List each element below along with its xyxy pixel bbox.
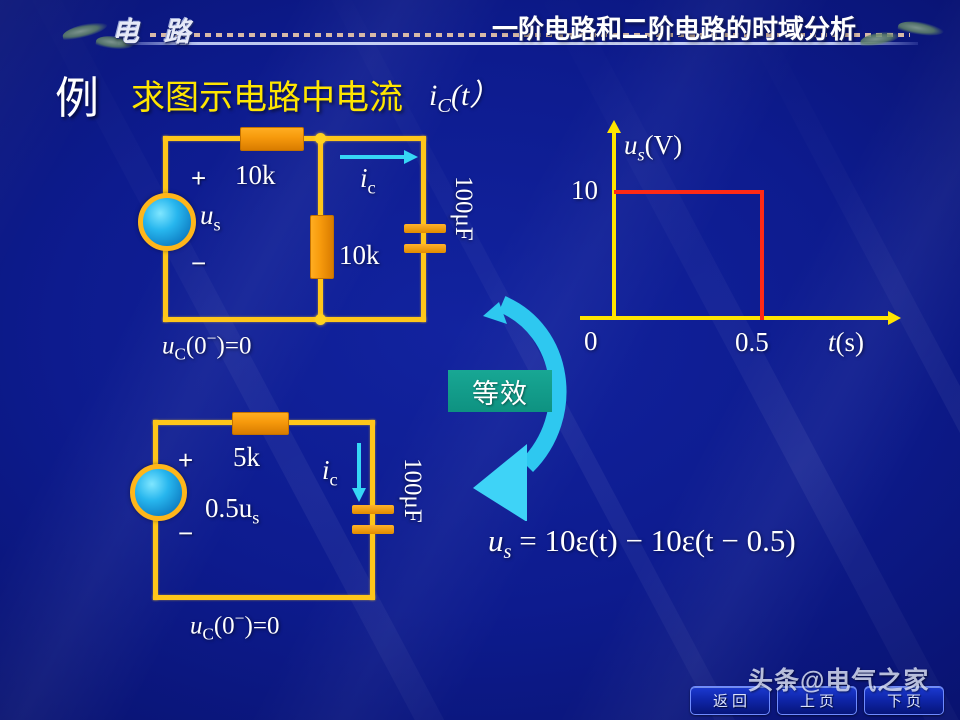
current-arrow-head	[404, 150, 418, 164]
capacitor-plate-bottom	[352, 525, 394, 534]
node-bottom	[315, 314, 326, 325]
ic-sup: −	[206, 328, 217, 348]
source-label-u: u	[200, 200, 214, 230]
source-label: us	[200, 200, 221, 235]
source-label-value: 0.5u	[205, 493, 253, 523]
initial-condition-bottom: uC(0−)=0	[190, 608, 279, 644]
current-label-ic: ic	[360, 163, 376, 198]
chart-pulse-falling-edge	[760, 190, 764, 320]
polarity-minus: −	[178, 518, 194, 548]
polarity-minus: −	[191, 248, 207, 278]
chart-origin-label: 0	[584, 326, 598, 356]
ic-end: )=0	[216, 332, 252, 360]
chart-x-axis	[580, 316, 890, 320]
chart-x-axis-label: t(s)	[828, 327, 864, 358]
equation-lhs-sub: s	[503, 541, 512, 564]
source-label: 0.5us	[205, 493, 259, 528]
symbol-subscript: C	[437, 95, 451, 117]
equivalence-curved-arrow	[473, 296, 567, 521]
capacitor-plate-top	[352, 505, 394, 514]
capacitor-plate-bottom	[404, 244, 446, 253]
ic-sup: −	[234, 608, 245, 628]
next-page-button[interactable]: 下页	[864, 686, 944, 715]
resistor-series-10k	[240, 127, 304, 151]
chart-xlabel-unit: (s)	[835, 327, 865, 357]
wire-bottom	[163, 317, 426, 322]
current-label-ic: ic	[322, 455, 338, 490]
equivalence-badge-label: 等效	[472, 378, 528, 409]
resistor-series-5k	[232, 412, 289, 435]
capacitor-plate-top	[404, 224, 446, 233]
equation-rhs: = 10ε(t) − 10ε(t − 0.5)	[511, 523, 796, 558]
equivalence-badge: 等效	[448, 370, 552, 412]
ic-u: u	[162, 332, 175, 360]
current-arrow-shaft	[357, 443, 361, 491]
chart-ylabel-u: u	[624, 130, 638, 160]
navigation-bar: 返回 上页 下页	[690, 686, 944, 715]
ic-sub: C	[174, 344, 186, 364]
chart-x-axis-arrow	[888, 311, 901, 325]
node-top	[315, 133, 326, 144]
initial-condition-top: uC(0−)=0	[162, 328, 251, 364]
banner-dotted-rule	[150, 33, 910, 37]
current-label-sub: c	[367, 177, 376, 198]
back-button[interactable]: 返回	[690, 686, 770, 715]
current-arrow-head	[352, 488, 366, 502]
voltage-source-us	[138, 193, 196, 251]
problem-text: 求图示电路中电流	[131, 79, 403, 117]
resistor-series-label: 5k	[233, 442, 260, 472]
chart-y-tick-10: 10	[571, 175, 598, 205]
waveform-chart: us(V) 10 0 0.5 t(s)	[560, 120, 950, 365]
circuit-diagram-equivalent: 5k + − 0.5us 100μF ic uC(0−)=0	[130, 412, 426, 644]
ic-rest: (0	[213, 612, 235, 640]
chart-x-tick-0_5: 0.5	[735, 327, 769, 357]
course-logo: 电 路	[112, 17, 200, 47]
source-label-sub: s	[252, 507, 260, 528]
circuit-diagram-original: 10k 10k + − us 100μF ic uC(0−)=0	[0, 0, 500, 370]
example-marker: 例	[55, 74, 99, 123]
chart-pulse-top	[614, 190, 764, 194]
background-streak	[740, 10, 960, 720]
chapter-title: 一阶电路和二阶电路的时域分析	[491, 14, 856, 44]
banner-rule	[118, 42, 918, 45]
resistor-shunt-label: 10k	[339, 240, 380, 270]
symbol-tail: (t）	[450, 79, 500, 112]
previous-page-button[interactable]: 上页	[777, 686, 857, 715]
equation-lhs-u: u	[488, 523, 504, 558]
chart-y-axis-label: us(V)	[624, 130, 682, 165]
polarity-plus: +	[191, 163, 207, 193]
chart-ylabel-unit: (V)	[644, 130, 683, 160]
problem-symbol: iC(t）	[429, 79, 500, 117]
ic-sub: C	[202, 624, 214, 644]
resistor-shunt-10k	[310, 215, 334, 279]
ic-u: u	[190, 612, 203, 640]
polarity-plus: +	[178, 445, 194, 475]
resistor-series-label: 10k	[235, 160, 276, 190]
ic-end: )=0	[244, 612, 280, 640]
chart-y-axis-arrow	[607, 120, 621, 133]
current-label-i: i	[322, 455, 330, 485]
ic-rest: (0	[185, 332, 207, 360]
source-label-sub: s	[213, 214, 221, 235]
capacitor-label: 100μF	[399, 458, 426, 523]
problem-statement: 例 求图示电路中电流 iC(t）	[55, 62, 499, 126]
symbol-i: i	[429, 79, 438, 112]
capacitor-label: 100μF	[450, 176, 477, 241]
current-label-i: i	[360, 163, 368, 193]
current-label-sub: c	[329, 469, 338, 490]
voltage-source-half-us	[130, 464, 187, 521]
chart-xlabel-t: t	[828, 327, 836, 357]
chart-y-axis	[612, 132, 616, 320]
header-banner: 电 路 一阶电路和二阶电路的时域分析	[0, 6, 960, 52]
source-equation: us = 10ε(t) − 10ε(t − 0.5)	[488, 523, 796, 564]
wire-bottom	[153, 595, 375, 600]
current-arrow-shaft	[340, 155, 406, 159]
chart-ylabel-sub: s	[637, 144, 645, 165]
